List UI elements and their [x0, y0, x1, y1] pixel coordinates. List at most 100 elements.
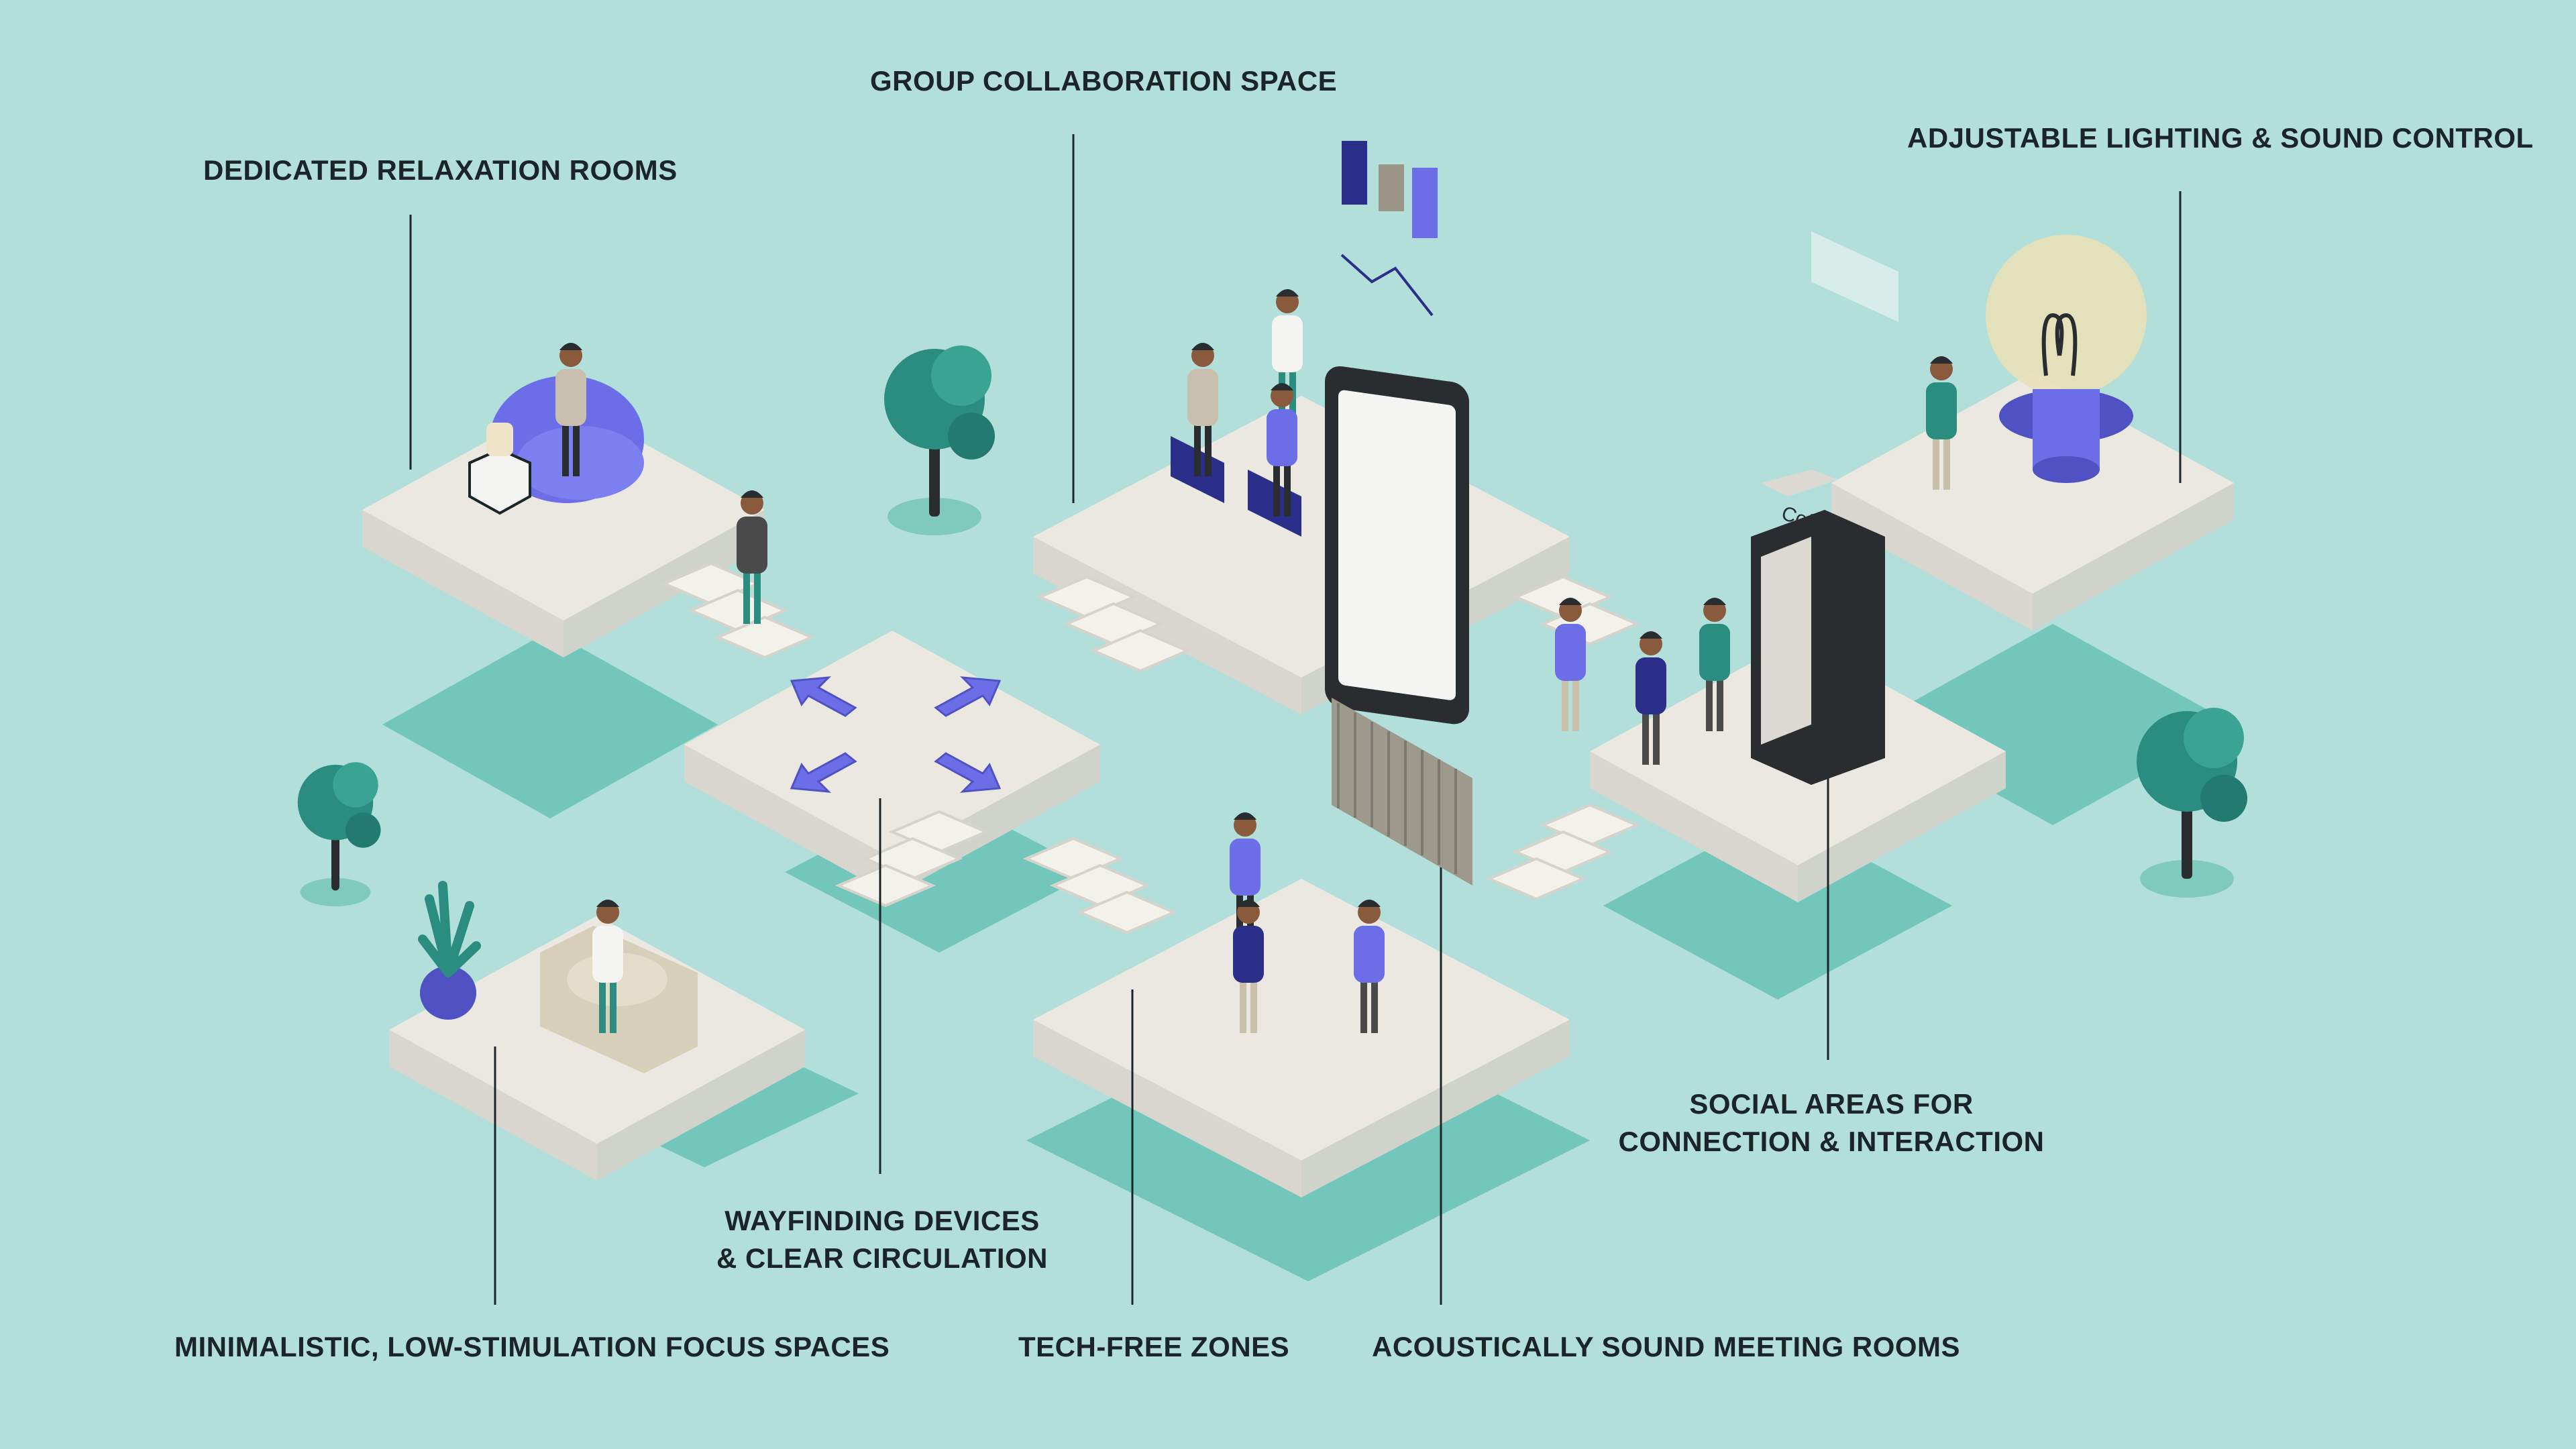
coffee-sign-board [1761, 470, 1838, 496]
person-standing [1555, 598, 1586, 731]
label-social-areas-line2: CONNECTION & INTERACTION [1618, 1126, 2045, 1157]
person-hair [1237, 900, 1260, 907]
stair-step [1089, 629, 1191, 673]
arrows-icon [790, 676, 1002, 793]
tablet-bar [1342, 141, 1367, 205]
platform-tech-free [1033, 879, 1570, 1197]
chat-bubble-icon [1811, 231, 1898, 322]
plant-leaves [418, 881, 481, 977]
person-torso [737, 517, 767, 574]
person-leg [1717, 678, 1723, 731]
chat-bubble [1811, 231, 1898, 322]
person-leg [1642, 711, 1649, 765]
person-standing [1699, 598, 1730, 731]
person-standing [1233, 900, 1264, 1033]
label-relaxation-rooms: DEDICATED RELAXATION ROOMS [203, 154, 678, 186]
person-leg [1240, 979, 1246, 1033]
stair-step [1076, 890, 1178, 934]
person-leg [562, 423, 569, 476]
person-leg [1205, 423, 1212, 476]
person-leg [1194, 423, 1201, 476]
person-standing [1635, 631, 1666, 765]
platform-side-left [1033, 1020, 1301, 1197]
person-leg [743, 570, 750, 624]
person-leg [1360, 979, 1367, 1033]
person-walking [737, 490, 767, 624]
tree-icon [884, 345, 995, 535]
side-lamp [486, 423, 513, 456]
person-leg [1562, 678, 1568, 731]
arrow-shape [934, 752, 1002, 793]
person-torso [1187, 369, 1218, 426]
platform-side-left [362, 510, 564, 657]
person-hair [596, 900, 619, 907]
person-hair [1276, 289, 1299, 297]
person-leg [1371, 979, 1378, 1033]
label-focus-spaces: MINIMALISTIC, LOW-STIMULATION FOCUS SPAC… [174, 1331, 890, 1362]
person-standing [1354, 900, 1385, 1033]
label-tech-free-zones: TECH-FREE ZONES [1018, 1331, 1290, 1362]
platform-side-left [1831, 483, 2033, 631]
person-torso [592, 926, 623, 983]
tree-icon [2137, 708, 2247, 898]
person-leg [1653, 711, 1660, 765]
tree-canopy-highlight [931, 345, 991, 406]
platform-side-right [1798, 751, 2006, 902]
person-seated [1267, 383, 1297, 517]
floor-shadow [382, 631, 718, 818]
bulb-socket-bottom [2033, 456, 2100, 483]
tablet-bar [1379, 164, 1404, 211]
tree-icon [297, 762, 381, 906]
person-torso [1354, 926, 1385, 983]
person-hair [1191, 343, 1214, 350]
label-wayfinding-line2: & CLEAR CIRCULATION [716, 1242, 1049, 1274]
label-acoustic-meeting-rooms: ACOUSTICALLY SOUND MEETING ROOMS [1372, 1331, 1961, 1362]
platform-top [1033, 879, 1570, 1161]
person-seated [592, 900, 623, 1033]
tree-canopy-shade [2200, 775, 2247, 822]
platform-top [362, 399, 765, 621]
person-hair [1234, 812, 1256, 820]
person-torso [1272, 315, 1303, 372]
person-hair [1559, 598, 1582, 605]
person-hair [559, 343, 582, 350]
arrow-shape [934, 676, 1002, 717]
arrow-shape [790, 752, 857, 793]
person-torso [1233, 926, 1264, 983]
side-table [468, 423, 531, 515]
label-group-collaboration: GROUP COLLABORATION SPACE [870, 65, 1338, 97]
person-hair [1703, 598, 1726, 605]
bulb-filament [2041, 313, 2078, 376]
label-wayfinding: WAYFINDING DEVICES & CLEAR CIRCULATION [708, 1202, 1057, 1277]
person-torso [1267, 409, 1297, 466]
person-leg [1572, 678, 1579, 731]
person-beanbag [555, 343, 586, 476]
leader-lines [409, 134, 2182, 1305]
platform-side-right [1301, 1020, 1570, 1197]
person-torso [1635, 657, 1666, 714]
plant-pot [420, 966, 476, 1020]
person-leg [610, 979, 616, 1033]
tablet-screen [1338, 390, 1456, 700]
platform-top [684, 631, 1100, 859]
person-leg [1706, 678, 1713, 731]
stair-step [835, 863, 936, 908]
tree-canopy-shade [948, 413, 995, 460]
person-torso [1699, 624, 1730, 681]
tree-canopy-highlight [333, 762, 378, 808]
person-seated [1187, 343, 1218, 476]
tablet-bar [1412, 168, 1438, 238]
person-torso [555, 369, 586, 426]
tree-trunk [331, 825, 339, 891]
person-leg [1273, 463, 1280, 517]
stair-step [1485, 857, 1587, 901]
person-hair [1358, 900, 1381, 907]
person-torso [1230, 839, 1260, 896]
platform-side-left [684, 745, 892, 896]
platform-side-right [2033, 483, 2234, 631]
label-social-areas-line1: SOCIAL AREAS FOR [1689, 1088, 1974, 1120]
tablet-line-chart [1340, 254, 1434, 317]
tree-trunk [2182, 792, 2192, 879]
